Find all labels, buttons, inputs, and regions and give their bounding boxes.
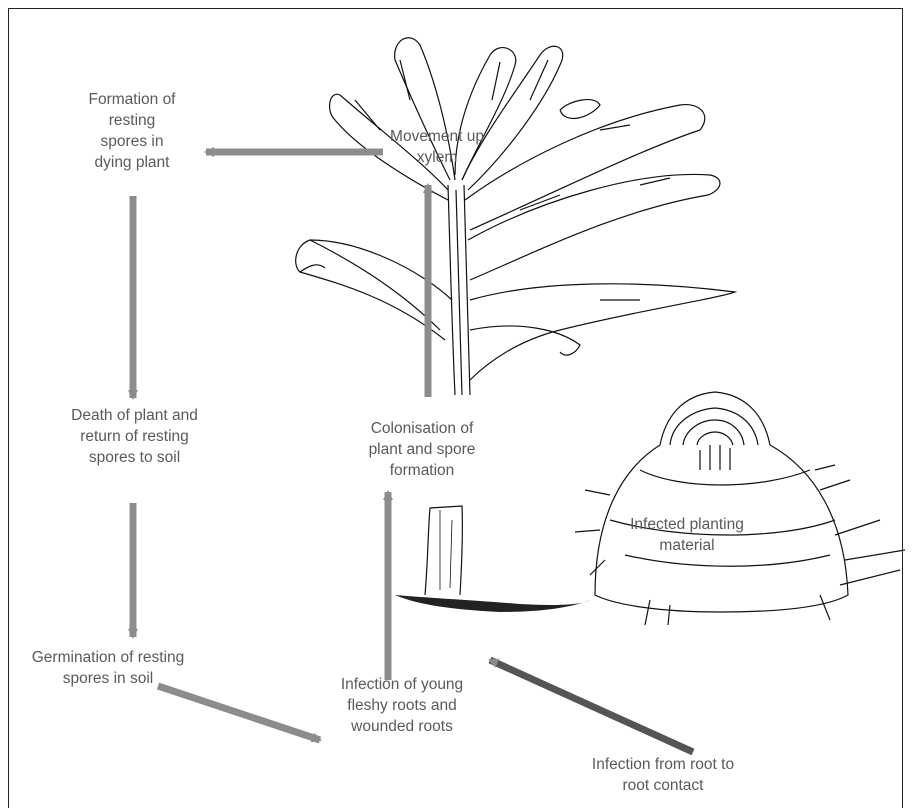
- label-formation-resting-spores: Formation of resting spores in dying pla…: [62, 89, 202, 173]
- label-colonisation: Colonisation of plant and spore formatio…: [352, 418, 492, 481]
- label-infected-planting-material: Infected planting material: [602, 514, 772, 556]
- young-shoot-illustration: [395, 506, 590, 612]
- arrow-root-contact-to-infection: [490, 660, 693, 752]
- label-infection-young-roots: Infection of young fleshy roots and woun…: [322, 674, 482, 737]
- banana-plant-illustration: [296, 38, 735, 395]
- arrow-germination-to-infection: [158, 686, 320, 740]
- label-movement-up-xylem: Movement up xylem: [382, 126, 492, 168]
- label-germination-resting-spores: Germination of resting spores in soil: [8, 647, 208, 689]
- corm-illustration: [575, 392, 905, 625]
- label-death-of-plant: Death of plant and return of resting spo…: [52, 405, 217, 468]
- label-root-to-root-contact: Infection from root to root contact: [568, 754, 758, 796]
